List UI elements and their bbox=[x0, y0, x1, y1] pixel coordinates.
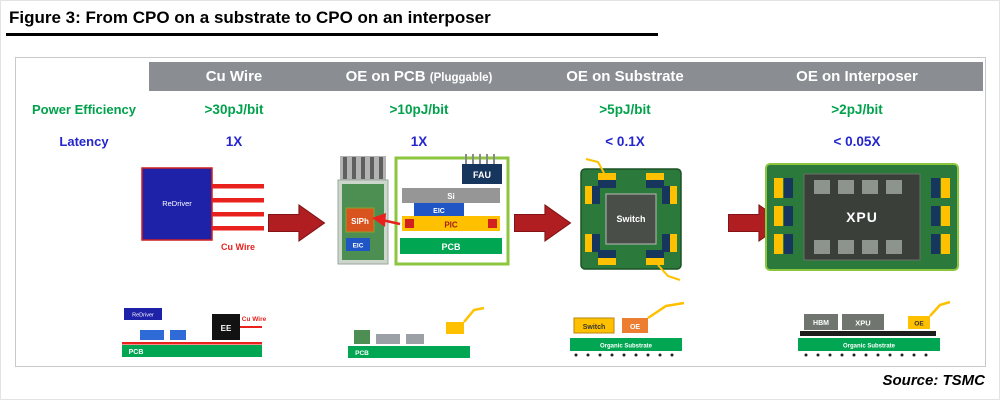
organic-substrate-bar bbox=[798, 338, 940, 351]
switch-chip-label: Switch bbox=[616, 214, 645, 224]
redriver-module-label: ReDriver bbox=[132, 313, 154, 319]
board-dies bbox=[354, 330, 424, 344]
organic-substrate-label: Organic Substrate bbox=[843, 344, 896, 350]
fau-block bbox=[462, 164, 502, 184]
ee-chip-label: EE bbox=[221, 324, 232, 333]
pcb-layer-label: PCB bbox=[441, 242, 461, 252]
redriver-module bbox=[124, 308, 162, 320]
ee-wire bbox=[240, 326, 262, 328]
cu-wire-bottom-label: Cu Wire bbox=[242, 316, 267, 323]
fau-label: FAU bbox=[473, 170, 491, 180]
power-value-cu-wire: >30pJ/bit bbox=[204, 102, 264, 117]
callout-pointer bbox=[372, 213, 401, 227]
cu-wire-cross-section: ReDriver PCB EE Cu Wire bbox=[122, 308, 267, 357]
row-label-latency: Latency bbox=[59, 134, 109, 149]
cu-wire-label: Cu Wire bbox=[221, 242, 255, 252]
arrow-right-icon bbox=[268, 204, 326, 242]
latency-value-oe-substrate: < 0.1X bbox=[605, 134, 645, 149]
oe-die bbox=[622, 318, 648, 333]
siph-chip-label: SIPh bbox=[351, 217, 369, 226]
hbm-die bbox=[804, 314, 838, 330]
fiber-cable bbox=[929, 300, 951, 317]
column-header-cu-wire: Cu Wire bbox=[205, 68, 263, 85]
oe-die-label: OE bbox=[914, 321, 924, 328]
fiber-cable bbox=[647, 301, 685, 320]
pluggable-oe-diagram: SIPh EIC FAU Si EIC PIC PCB bbox=[337, 154, 510, 266]
oe-interposer-diagram: XPU bbox=[765, 163, 959, 271]
eic-module-label: EIC bbox=[353, 243, 364, 250]
ee-chip bbox=[212, 314, 240, 340]
oe-substrate-cross-section: Switch OE Organic Substrate bbox=[570, 301, 685, 357]
eic-layer-label: EIC bbox=[433, 208, 445, 215]
solder-bumps bbox=[574, 353, 674, 357]
pic-layer bbox=[402, 216, 500, 231]
fiber-pigtails bbox=[585, 158, 681, 281]
osfp-module bbox=[446, 322, 464, 334]
pic-layer-label: PIC bbox=[444, 221, 458, 230]
pluggable-cross-section: PCB bbox=[348, 306, 485, 358]
solder-bumps bbox=[804, 353, 928, 357]
column-header-oe-on-interposer: OE on Interposer bbox=[796, 68, 918, 85]
latency-value-oe-interposer: < 0.05X bbox=[833, 134, 881, 149]
pcb-bar bbox=[122, 345, 262, 357]
optical-engines bbox=[774, 178, 950, 254]
redriver-chip-label: ReDriver bbox=[162, 199, 192, 208]
column-header-oe-on-pcb-suffix: (Pluggable) bbox=[429, 72, 493, 84]
pcb-bar bbox=[348, 346, 470, 358]
fiber-cable bbox=[463, 306, 485, 323]
xpu-label: XPU bbox=[846, 209, 878, 225]
redriver-chip bbox=[141, 167, 213, 241]
column-header-oe-on-substrate: OE on Substrate bbox=[566, 68, 684, 85]
copper-wires bbox=[212, 184, 264, 231]
source-credit: Source: TSMC bbox=[882, 372, 985, 389]
copper-trace bbox=[122, 342, 262, 345]
pic-coupler-right bbox=[488, 219, 497, 228]
siph-chip bbox=[345, 207, 375, 233]
arrow-right-icon bbox=[514, 204, 572, 242]
fiber-ribbon bbox=[465, 154, 495, 164]
oe-die bbox=[908, 316, 930, 329]
pluggable-connector bbox=[340, 156, 386, 180]
column-header-oe-on-pcb: OE on PCB (Pluggable) bbox=[319, 62, 519, 91]
si-layer-label: Si bbox=[447, 192, 455, 201]
oe-interposer-cross-section: HBM XPU OE Organic Substrate bbox=[798, 300, 951, 357]
row-label-power-efficiency: Power Efficiency bbox=[31, 102, 137, 117]
xpu-die-label: XPU bbox=[855, 319, 870, 328]
latency-value-oe-pcb: 1X bbox=[410, 134, 428, 149]
title-underline bbox=[6, 33, 658, 36]
latency-value-cu-wire: 1X bbox=[225, 134, 243, 149]
switch-chip bbox=[605, 193, 657, 245]
oe-die-label: OE bbox=[630, 324, 640, 331]
organic-substrate-bar bbox=[570, 338, 682, 351]
eic-layer bbox=[414, 203, 464, 216]
interposer-layer bbox=[800, 331, 936, 336]
cu-wire-diagram: ReDriver Cu Wire bbox=[141, 167, 264, 252]
power-value-oe-pcb: >10pJ/bit bbox=[389, 102, 449, 117]
column-header-oe-on-pcb-main: OE on PCB bbox=[345, 68, 426, 85]
pcb-layer bbox=[400, 238, 502, 254]
hbm-die-label: HBM bbox=[813, 320, 829, 327]
pic-coupler-left bbox=[405, 219, 414, 228]
pcb-bar-label: PCB bbox=[129, 349, 144, 356]
table-header-band bbox=[149, 62, 983, 91]
si-layer bbox=[402, 188, 500, 203]
optical-engines bbox=[585, 173, 677, 265]
driver-dies bbox=[140, 330, 186, 340]
chiplets bbox=[814, 180, 902, 254]
power-value-oe-substrate: >5pJ/bit bbox=[599, 102, 651, 117]
switch-die-label: Switch bbox=[583, 324, 606, 331]
eic-module-chip bbox=[346, 238, 370, 251]
switch-die bbox=[573, 317, 615, 334]
power-value-oe-interposer: >2pJ/bit bbox=[831, 102, 883, 117]
organic-substrate-label: Organic Substrate bbox=[600, 344, 653, 350]
figure-panel: Cu Wire OE on PCB (Pluggable) OE on Subs… bbox=[15, 57, 986, 367]
xpu-die bbox=[842, 314, 884, 330]
figure-title: Figure 3: From CPO on a substrate to CPO… bbox=[9, 8, 491, 27]
pcb-bar-label: PCB bbox=[355, 350, 369, 357]
oe-substrate-diagram: Switch bbox=[580, 158, 682, 281]
